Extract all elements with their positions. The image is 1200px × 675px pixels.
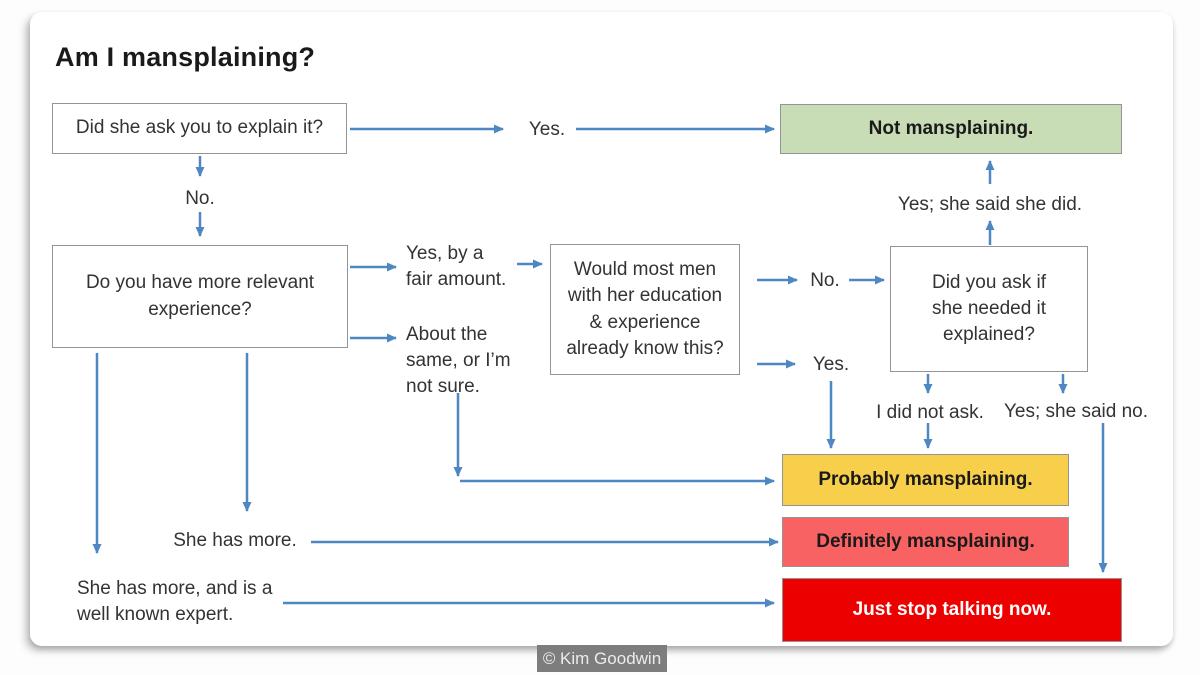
question-box-ask-explain: Did she ask you to explain it? <box>52 103 347 154</box>
label-no-top: No. <box>185 188 215 209</box>
label-yes-she-said-no: Yes; she said no. <box>1003 401 1148 422</box>
outcome-box-definitely-mansplaining: Definitely mansplaining. <box>782 517 1069 567</box>
label-yes-top: Yes. <box>528 119 566 140</box>
label-no-mid: No. <box>810 270 840 291</box>
label-she-has-more: She has more. <box>173 530 297 551</box>
question-box-most-men-know: Would most men with her education & expe… <box>550 244 740 375</box>
label-i-did-not-ask: I did not ask. <box>876 402 984 423</box>
label-yes-fair-amount: Yes, by a fair amount. <box>406 243 507 290</box>
question-box-more-experience: Do you have more relevant experience? <box>52 245 348 348</box>
outcome-box-probably-mansplaining: Probably mansplaining. <box>782 454 1069 506</box>
attribution-badge: © Kim Goodwin <box>537 645 667 672</box>
outcome-box-just-stop-talking: Just stop talking now. <box>782 578 1122 642</box>
label-she-has-more-expert: She has more, and is a well known expert… <box>77 578 273 625</box>
question-box-did-you-ask: Did you ask if she needed it explained? <box>890 246 1088 372</box>
label-yes-mid: Yes. <box>812 354 850 375</box>
label-about-the-same: About the same, or I’m not sure. <box>406 324 511 397</box>
outcome-box-not-mansplaining: Not mansplaining. <box>780 104 1122 154</box>
label-yes-she-said-she-did: Yes; she said she did. <box>897 194 1083 215</box>
flowchart-title: Am I mansplaining? <box>55 42 316 72</box>
